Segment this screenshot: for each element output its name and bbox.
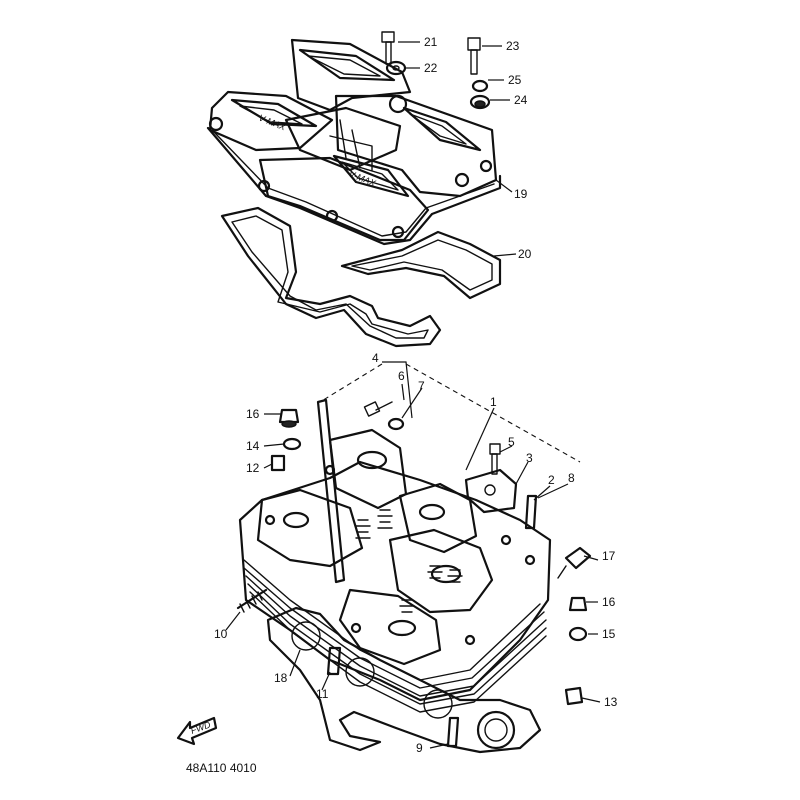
callout-4: 4 <box>372 351 379 365</box>
callout-9: 9 <box>416 741 423 755</box>
callout-16-upper: 16 <box>246 407 260 421</box>
callout-2: 2 <box>548 473 555 487</box>
front-direction-arrow: FWD <box>176 716 218 746</box>
washer-14 <box>282 437 302 451</box>
nut-7 <box>387 417 405 431</box>
cylinder-head-body <box>238 428 552 713</box>
plug-12 <box>270 454 286 472</box>
cover-bolt-21 <box>381 31 395 65</box>
bolt-5 <box>489 443 501 475</box>
callout-12: 12 <box>246 461 260 475</box>
head-cover-gasket <box>220 206 502 348</box>
stud-10 <box>236 588 268 613</box>
dowel-11 <box>326 646 342 676</box>
stud-9 <box>446 716 460 748</box>
callout-15: 15 <box>602 627 616 641</box>
cylinder-head-cover: V-MAX V-MAX <box>206 38 502 246</box>
callout-11: 11 <box>316 687 329 701</box>
callout-18: 18 <box>274 671 288 685</box>
drawing-code: 48A110 4010 <box>186 761 257 775</box>
dowel-8 <box>524 494 538 530</box>
cover-emboss-left: V-MAX <box>257 113 288 133</box>
stud-bolt-23 <box>467 37 481 75</box>
callout-22: 22 <box>424 61 438 75</box>
cylinder-head-gasket <box>266 606 542 754</box>
callout-1: 1 <box>490 395 497 409</box>
callout-13: 13 <box>604 695 618 709</box>
callout-3: 3 <box>526 451 533 465</box>
bracket-1 <box>464 468 518 514</box>
nut-25 <box>471 79 489 93</box>
callout-21: 21 <box>424 35 438 49</box>
callout-23: 23 <box>506 39 520 53</box>
stud-4 <box>316 398 346 584</box>
callout-17: 17 <box>602 549 616 563</box>
tappet-cap-16-upper <box>278 408 300 428</box>
plug-13 <box>564 686 584 706</box>
cap-24 <box>469 94 491 110</box>
cap-16-lower <box>568 596 588 612</box>
plug-15 <box>568 626 588 642</box>
callout-5: 5 <box>508 435 515 449</box>
callout-20: 20 <box>518 247 532 261</box>
callout-8: 8 <box>568 471 575 485</box>
spark-plug-17 <box>557 546 592 579</box>
callout-19: 19 <box>514 187 528 201</box>
leader-lines <box>225 41 601 749</box>
callout-7: 7 <box>418 379 425 393</box>
bolt-6 <box>363 401 393 417</box>
callout-6: 6 <box>398 369 405 383</box>
callout-10: 10 <box>214 627 228 641</box>
callout-16-lower: 16 <box>602 595 616 609</box>
callout-24: 24 <box>514 93 528 107</box>
callout-25: 25 <box>508 73 522 87</box>
callout-14: 14 <box>246 439 260 453</box>
